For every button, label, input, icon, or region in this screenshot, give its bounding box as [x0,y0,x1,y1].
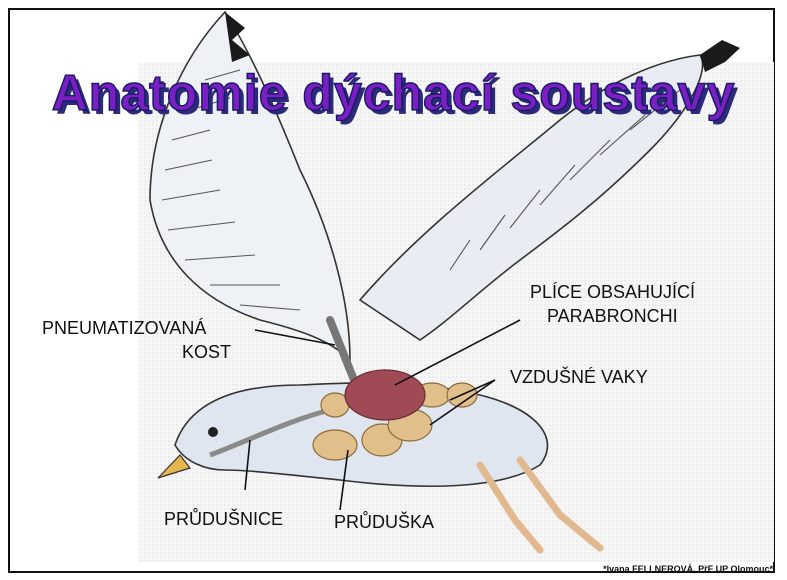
slide-title: Anatomie dýchací soustavy [0,64,787,122]
label-pneumatized-bone-line1: PNEUMATIZOVANÁ [42,317,206,339]
label-lungs-line2: PARABRONCHI [547,305,678,327]
label-bronchus: PRŮDUŠKA [334,511,434,533]
author-credit: *Ivana FELLNEROVÁ, PřF UP Olomouc* [603,564,773,574]
eye [208,427,218,437]
label-pneumatized-bone-line2: KOST [182,341,231,363]
label-air-sacs: VZDUŠNÉ VAKY [510,366,648,388]
label-lungs-line1: PLÍCE OBSAHUJÍCÍ [530,281,695,303]
label-trachea: PRŮDUŠNICE [164,508,283,530]
lungs [345,370,425,420]
